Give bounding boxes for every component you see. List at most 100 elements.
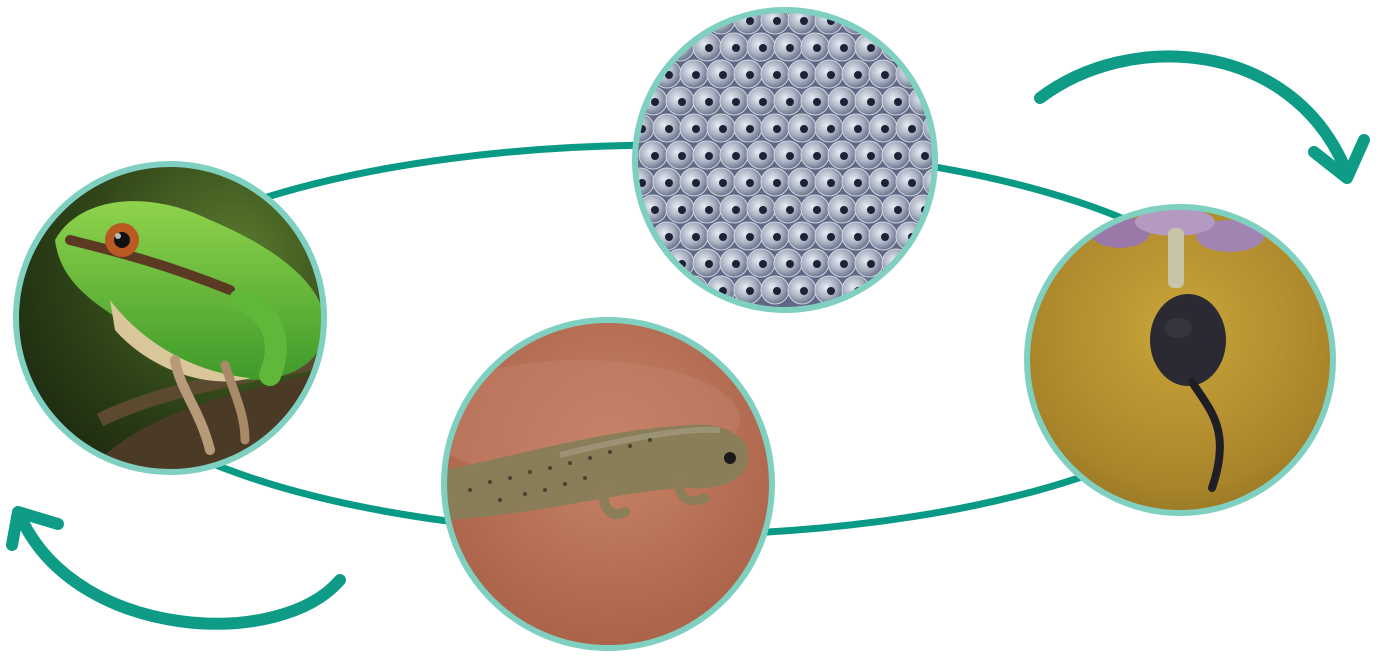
egg-embryo [651,206,659,214]
egg-embryo [705,44,713,52]
egg-embryo [948,206,956,214]
egg-embryo [881,17,889,25]
egg [936,33,964,61]
froglet-speckle [608,450,612,454]
egg-embryo [827,71,835,79]
egg-embryo [705,98,713,106]
egg-embryo [665,287,673,295]
egg-embryo [908,17,916,25]
egg-embryo [800,179,808,187]
egg-embryo [732,260,740,268]
egg-embryo [827,287,835,295]
cycle-arrow-bottom-left [12,512,340,624]
froglet-speckle [488,480,492,484]
egg-embryo [800,125,808,133]
egg-embryo [921,260,929,268]
egg-embryo [908,287,916,295]
egg-embryo [786,152,794,160]
egg-embryo [854,17,862,25]
egg-embryo [638,17,646,25]
egg-embryo [719,179,727,187]
egg-embryo [692,179,700,187]
egg-embryo [746,179,754,187]
egg-embryo [759,260,767,268]
egg-embryo [800,17,808,25]
froglet-speckle [583,476,587,480]
egg-embryo [746,17,754,25]
egg-embryo [651,98,659,106]
egg-embryo [692,233,700,241]
egg-embryo [678,98,686,106]
egg-embryo [813,260,821,268]
egg-embryo [840,206,848,214]
egg-embryo [692,17,700,25]
egg-embryo [719,233,727,241]
egg-embryo [651,152,659,160]
egg-embryo [638,71,646,79]
egg-embryo [935,233,943,241]
egg-embryo [746,71,754,79]
egg [909,249,937,277]
egg-embryo [773,287,781,295]
egg-embryo [881,71,889,79]
egg-embryo [719,125,727,133]
egg-embryo [786,98,794,106]
egg-embryo [894,206,902,214]
egg-embryo [813,98,821,106]
egg-embryo [638,233,646,241]
egg-embryo [813,44,821,52]
froglet-speckle [628,444,632,448]
egg [923,222,951,250]
egg-embryo [840,260,848,268]
egg-embryo [881,125,889,133]
egg-embryo [678,152,686,160]
egg-embryo [921,44,929,52]
egg-embryo [759,44,767,52]
egg-embryo [665,179,673,187]
egg [923,276,951,304]
egg-embryo [746,125,754,133]
egg [626,60,654,88]
egg-embryo [692,71,700,79]
egg-embryo [854,125,862,133]
egg-embryo [678,206,686,214]
egg-embryo [759,98,767,106]
egg-embryo [705,206,713,214]
egg-embryo [773,17,781,25]
egg [653,276,681,304]
egg-embryo [813,206,821,214]
egg-embryo [692,125,700,133]
egg-embryo [867,98,875,106]
froglet-speckle [468,488,472,492]
egg [923,6,951,34]
egg-embryo [935,287,943,295]
egg-embryo [773,179,781,187]
froglet-photo [420,315,780,655]
froglet-speckle [528,470,532,474]
egg-embryo [665,233,673,241]
froglet-speckle [568,461,572,465]
egg-embryo [867,206,875,214]
egg-embryo [867,260,875,268]
egg-embryo [719,71,727,79]
egg-embryo [827,233,835,241]
egg-embryo [948,98,956,106]
egg-embryo [800,287,808,295]
egg-embryo [786,206,794,214]
egg-embryo [651,44,659,52]
egg-embryo [840,152,848,160]
froglet-speckle [508,476,512,480]
egg-embryo [840,98,848,106]
egg-embryo [665,125,673,133]
egg-embryo [759,206,767,214]
egg [869,6,897,34]
egg [639,249,667,277]
cycle-arrow-top-right [1040,56,1364,178]
egg-embryo [800,71,808,79]
egg-embryo [867,44,875,52]
egg-embryo [948,44,956,52]
egg-embryo [854,233,862,241]
egg-embryo [759,152,767,160]
